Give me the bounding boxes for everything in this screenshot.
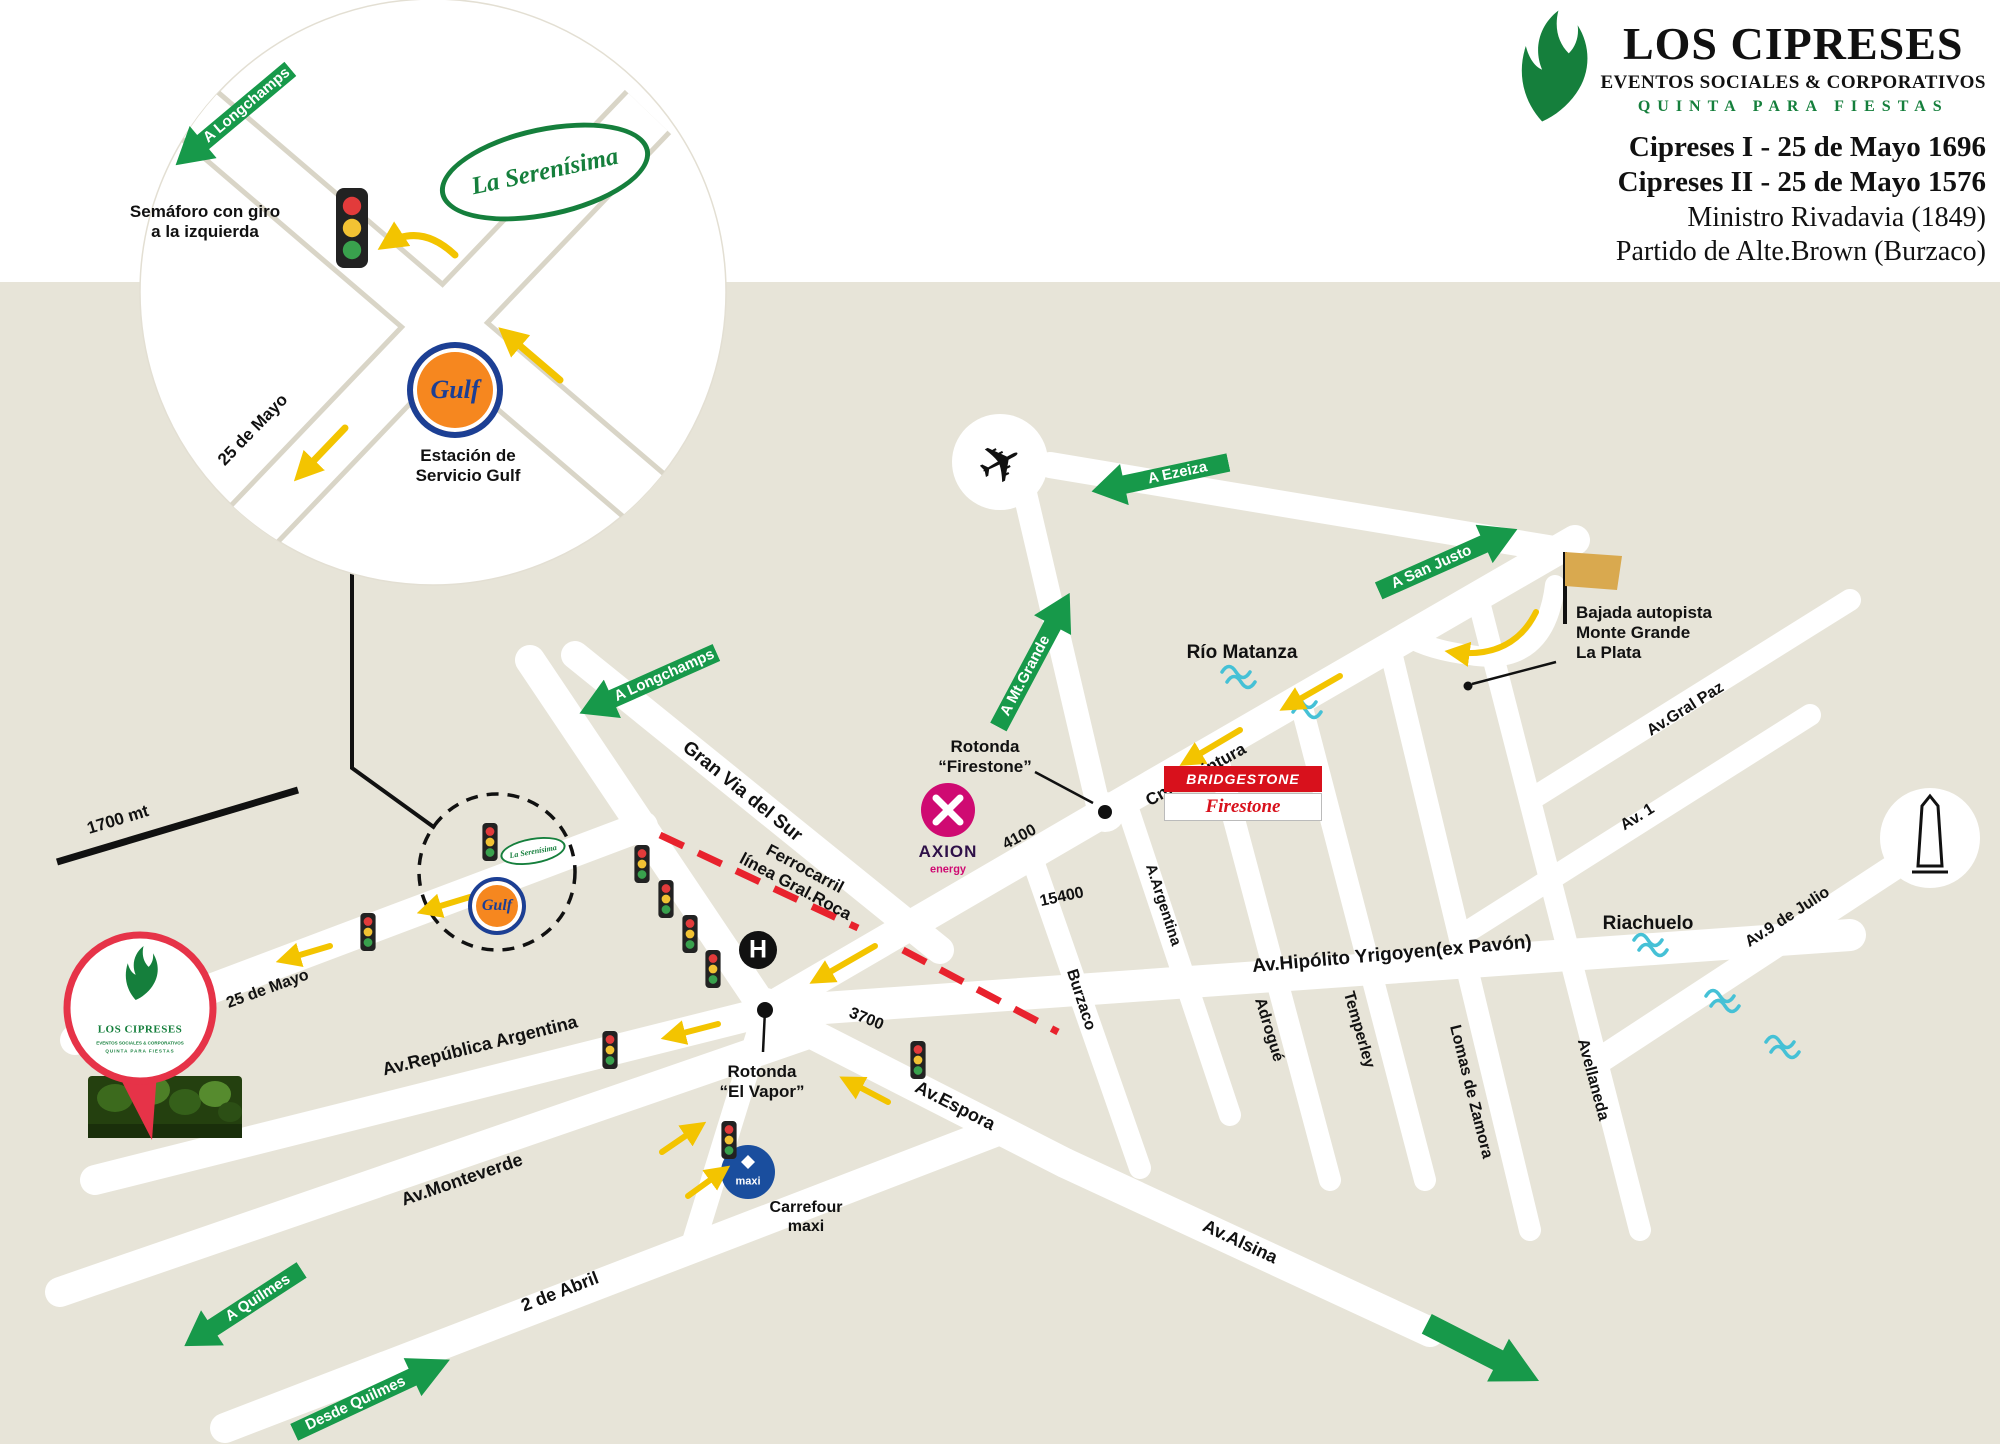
inset-leader-line (350, 573, 437, 830)
route-arrow (685, 1165, 731, 1199)
route-arrow (498, 327, 564, 384)
route-arrow (275, 942, 333, 968)
address-line-3: Ministro Rivadavia (1849) (1687, 201, 1986, 233)
road-lomas-de-zamora (1379, 637, 1541, 1241)
road-avellaneda (1467, 587, 1651, 1241)
carrefour-diamond (741, 1155, 755, 1169)
flag-icon (1565, 552, 1622, 590)
venue-pin-circle (63, 931, 217, 1085)
road-monteverde (45, 1018, 826, 1307)
hospital-icon (739, 931, 777, 969)
traffic-light-icon-large (336, 188, 368, 268)
brand-subtitle: EVENTOS SOCIALES & CORPORATIVOS (1600, 71, 1986, 93)
route-arrow (1279, 673, 1343, 711)
route-arrow (839, 1076, 891, 1105)
route-arrow (1179, 727, 1243, 766)
rotonda-firestone-dot (1098, 805, 1112, 819)
route-arrow (809, 943, 878, 984)
address-block: Cipreses I - 25 de Mayo 1696 Cipreses II… (1514, 130, 1986, 269)
gulf-logo: Gulf (407, 342, 503, 438)
bajada-leader-line (1471, 660, 1557, 686)
route-arrow-ramp (1444, 609, 1539, 667)
distance-line-1700mt (55, 786, 300, 866)
airport-circle (952, 414, 1048, 510)
road-republica-argentina (80, 997, 780, 1195)
road-espora (750, 995, 1080, 1178)
traffic-light-icon (602, 1031, 618, 1069)
road-monte-grande (1008, 460, 1110, 817)
traffic-light-icon (360, 913, 376, 951)
road-gran-via-del-sur (561, 641, 954, 964)
firestone-leader-line (1034, 770, 1094, 805)
traffic-light-icon (910, 1041, 926, 1079)
traffic-light-icon (482, 823, 498, 861)
traffic-light-icon (658, 880, 674, 918)
address-line-1: Cipreses I - 25 de Mayo 1696 (1628, 131, 1986, 163)
bridgestone-sign: BRIDGESTONE (1164, 766, 1322, 792)
road-a-argentina (1114, 789, 1241, 1126)
venue-trees-photo (88, 1075, 242, 1138)
road-burzaco (1021, 847, 1151, 1179)
road-yrigoyen (752, 919, 1866, 1028)
brand-tagline: QUINTA PARA FIESTAS (1637, 97, 1949, 115)
brand-flame-icon (1514, 10, 1588, 122)
axion-x-mark (932, 794, 964, 826)
inset-route-arrows (293, 221, 564, 482)
route-arrow-left-turn (377, 221, 459, 259)
firestone-sign: Firestone (1164, 793, 1322, 821)
railway-line (658, 831, 1060, 1036)
route-arrow (659, 1121, 707, 1155)
obelisk-icon (1916, 793, 1944, 868)
traffic-light-icon (721, 1121, 737, 1159)
traffic-light-icon (682, 915, 698, 953)
roads-layer (45, 452, 1906, 1443)
rotonda-el-vapor-dot (757, 1002, 773, 1018)
address-line-2: Cipreses II - 25 de Mayo 1576 (1617, 166, 1986, 199)
road-9-de-julio (1587, 855, 1906, 1073)
traffic-light-icon (634, 845, 650, 883)
gulf-logo-mini: Gulf (468, 877, 526, 935)
brand-name: LOS CIPRESES (1622, 17, 1964, 69)
road-2-de-abril (210, 1115, 1015, 1443)
bajada-dot (1463, 681, 1473, 691)
header: LOS CIPRESES EVENTOS SOCIALES & CORPORAT… (1514, 10, 1986, 269)
intersection-zoom-circle (417, 792, 577, 952)
route-arrow (660, 1020, 721, 1045)
address-line-4: Partido de Alte.Brown (Burzaco) (1615, 235, 1986, 267)
alsina-exit-arrow-icon (1421, 1314, 1540, 1382)
traffic-light-icon (705, 950, 721, 988)
road-av-1 (1459, 704, 1821, 941)
route-arrow (416, 893, 473, 918)
road-alsina (1050, 1148, 1445, 1347)
route-arrow (293, 424, 349, 482)
road-to-longchamps (515, 645, 780, 1025)
road-gral-paz (1519, 589, 1861, 811)
route-arrows-layer (275, 609, 1539, 1199)
